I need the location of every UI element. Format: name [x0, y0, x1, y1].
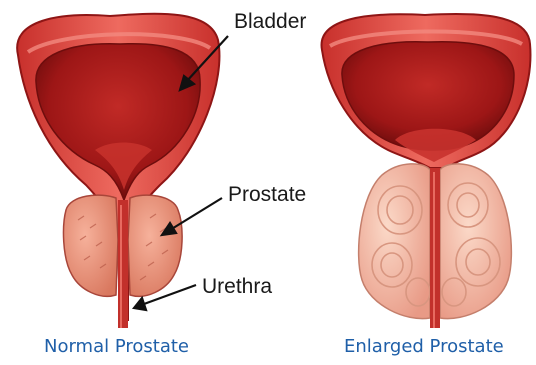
- caption-enlarged-prostate: Enlarged Prostate: [344, 338, 504, 356]
- label-prostate: Prostate: [228, 184, 306, 205]
- label-bladder: Bladder: [234, 11, 306, 32]
- normal-urethra: [118, 200, 128, 328]
- caption-normal-prostate: Normal Prostate: [44, 338, 189, 356]
- enlarged-urethra: [430, 168, 440, 328]
- enlarged-bladder: [322, 14, 531, 168]
- label-urethra: Urethra: [202, 276, 272, 297]
